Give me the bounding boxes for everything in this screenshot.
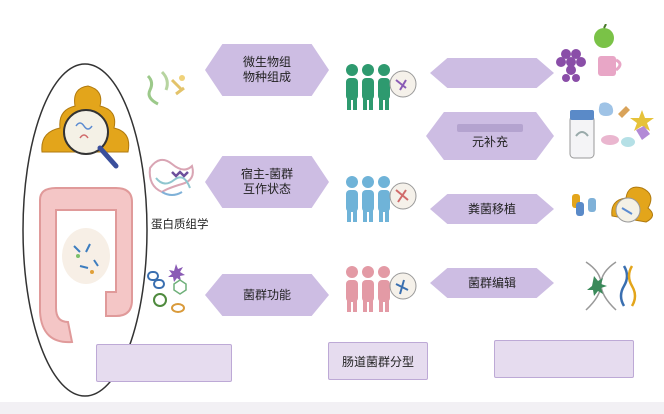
microbe-cluster-icon bbox=[146, 70, 185, 106]
nutrient-supplement-diamond: 元补充 bbox=[426, 112, 554, 160]
molecule-cluster-icon bbox=[147, 264, 187, 313]
host-interaction-line2: 互作状态 bbox=[242, 182, 291, 196]
protein-icon bbox=[148, 158, 194, 196]
microbe-composition-line1: 微生物组 bbox=[242, 55, 291, 69]
gut-oval bbox=[22, 63, 148, 397]
fecal-transplant-icon bbox=[572, 186, 653, 223]
gene-editing-icon bbox=[585, 261, 637, 311]
people-group-pink-icon bbox=[346, 266, 417, 312]
intestinal-typing-label: 肠道菌群分型 bbox=[341, 354, 414, 369]
people-group-blue-icon bbox=[346, 176, 417, 222]
right-bottom-box bbox=[494, 340, 634, 378]
flora-editing-label: 菌群编辑 bbox=[467, 275, 516, 290]
obscured-text-icon bbox=[457, 124, 523, 132]
fecal-transplant-diamond: 粪菌移植 bbox=[430, 194, 554, 224]
host-interaction-diamond: 宿主-菌群 互作状态 bbox=[205, 156, 329, 208]
flora-function-label: 菌群功能 bbox=[242, 287, 291, 302]
fecal-transplant-label: 粪菌移植 bbox=[467, 201, 516, 216]
microbe-composition-line2: 物种组成 bbox=[242, 70, 291, 84]
people-group-green-icon bbox=[346, 64, 417, 110]
microbe-composition-diamond: 微生物组 物种组成 bbox=[205, 44, 329, 96]
host-interaction-line1: 宿主-菌群 bbox=[240, 167, 294, 181]
proteomics-label: 蛋白质组学 bbox=[151, 217, 209, 231]
intestine-icon bbox=[39, 187, 133, 344]
blank-top-diamond bbox=[430, 58, 554, 88]
supplement-icon bbox=[569, 102, 654, 159]
left-bottom-box bbox=[96, 344, 232, 382]
nutrient-supplement-label: 元补充 bbox=[471, 135, 508, 149]
footer-strip bbox=[0, 402, 664, 414]
intestinal-typing-box: 肠道菌群分型 bbox=[328, 342, 428, 380]
stool-icon bbox=[41, 85, 130, 169]
flora-function-diamond: 菌群功能 bbox=[205, 274, 329, 316]
fruit-cup-icon bbox=[556, 24, 622, 82]
flora-editing-diamond: 菌群编辑 bbox=[430, 268, 554, 298]
